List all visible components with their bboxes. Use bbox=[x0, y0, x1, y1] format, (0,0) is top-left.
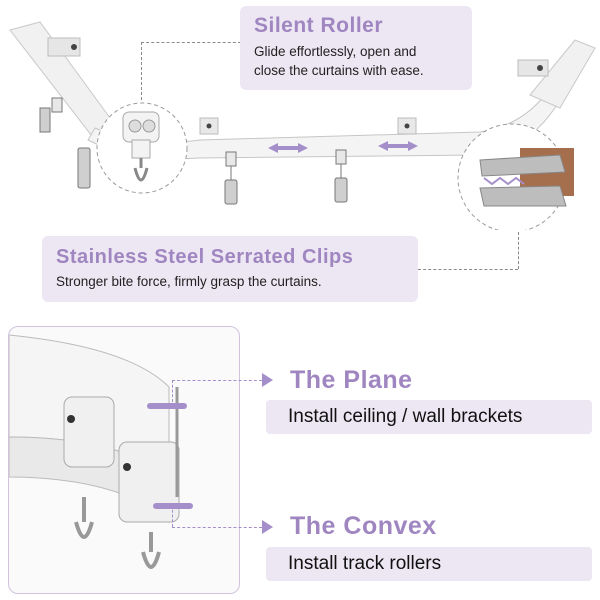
silent-roller-title: Silent Roller bbox=[254, 14, 384, 37]
track-detail-frame bbox=[8, 326, 240, 594]
connector-plane bbox=[172, 380, 262, 381]
silent-roller-desc-1: Glide effortlessly, open and bbox=[254, 44, 417, 59]
connector-plane-v bbox=[172, 380, 173, 402]
clip-magnifier bbox=[457, 123, 574, 230]
connector-roller bbox=[141, 42, 241, 43]
clips-desc: Stronger bite force, firmly grasp the cu… bbox=[56, 274, 322, 289]
connector-roller-v bbox=[141, 42, 142, 100]
plane-desc-box: Install ceiling / wall brackets bbox=[266, 400, 592, 434]
curtain-clip-icon bbox=[39, 97, 348, 205]
plane-desc: Install ceiling / wall brackets bbox=[288, 406, 523, 427]
silent-roller-callout: Silent Roller Glide effortlessly, open a… bbox=[240, 6, 472, 90]
roller-magnifier bbox=[96, 102, 188, 194]
connector-convex bbox=[172, 527, 262, 528]
track-detail-illustration bbox=[9, 334, 193, 569]
glide-arrow-icon bbox=[268, 141, 418, 153]
connector-clips bbox=[418, 269, 518, 270]
plane-title: The Plane bbox=[290, 366, 413, 394]
connector-clips-v bbox=[518, 232, 519, 269]
clips-callout: Stainless Steel Serrated Clips Stronger … bbox=[42, 236, 418, 302]
arrow-right-icon bbox=[262, 520, 273, 534]
arrow-right-icon bbox=[262, 373, 273, 387]
silent-roller-desc-2: close the curtains with ease. bbox=[254, 63, 424, 78]
left-track-end bbox=[9, 21, 111, 141]
convex-desc-box: Install track rollers bbox=[266, 547, 592, 581]
right-track-end bbox=[517, 39, 596, 109]
clips-title: Stainless Steel Serrated Clips bbox=[56, 246, 354, 268]
curtain-track-illustration bbox=[9, 21, 596, 230]
connector-convex-v bbox=[172, 505, 173, 527]
convex-desc: Install track rollers bbox=[288, 553, 442, 574]
convex-title: The Convex bbox=[290, 512, 437, 540]
